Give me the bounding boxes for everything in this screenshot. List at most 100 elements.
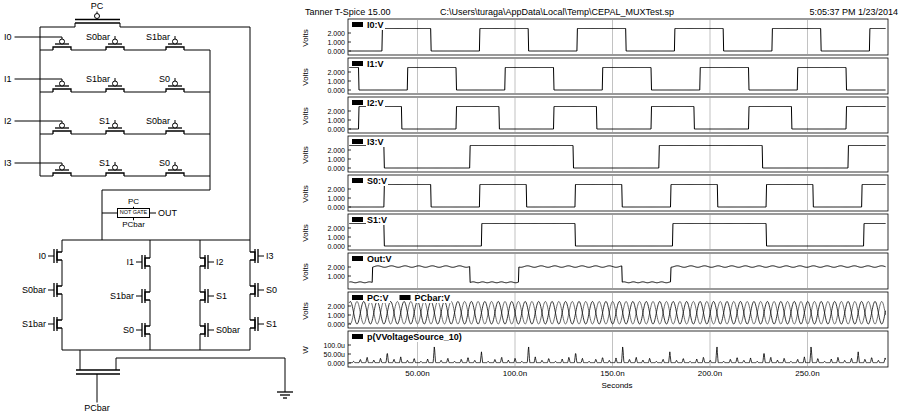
grid-line xyxy=(612,292,613,328)
axis-tick: 2.000 xyxy=(327,69,345,76)
tick-mark xyxy=(348,72,351,73)
wire xyxy=(115,36,116,39)
nmos-channel xyxy=(204,255,205,269)
wire xyxy=(208,296,214,297)
wire xyxy=(116,358,285,392)
axis-title: Volts xyxy=(302,263,310,280)
nmos-channel xyxy=(56,317,57,331)
axis-tick: 150.0n xyxy=(600,370,624,378)
grid-line xyxy=(710,97,711,133)
grid-line xyxy=(807,214,808,250)
grid-line xyxy=(710,136,711,172)
signal-label: S1 xyxy=(99,159,110,168)
inverter-bubble xyxy=(173,123,178,128)
nmos-channel xyxy=(144,289,145,303)
nmos-channel xyxy=(56,283,57,297)
pmos-symbol xyxy=(53,173,71,176)
inverter-bubble xyxy=(60,39,65,44)
wire xyxy=(208,262,214,263)
nmos-symbol xyxy=(57,320,62,328)
tick-mark xyxy=(348,129,351,130)
signal-label: S0 xyxy=(159,159,170,168)
tick-mark xyxy=(348,51,351,52)
axis-tick: 0.000 xyxy=(327,126,345,133)
grid-line xyxy=(417,175,418,211)
ground-symbol xyxy=(283,397,287,398)
grid-line xyxy=(515,136,516,172)
trace xyxy=(349,302,885,325)
axis-tick: 1.000 xyxy=(327,78,345,85)
grid-line xyxy=(807,58,808,94)
grid-line xyxy=(612,175,613,211)
signal-label: PC xyxy=(91,2,104,11)
grid-line xyxy=(417,97,418,133)
plot-frame xyxy=(348,292,888,328)
trace-sample xyxy=(352,295,363,300)
grid-line xyxy=(612,214,613,250)
nmos-channel xyxy=(144,323,145,337)
nmos-symbol xyxy=(200,292,205,300)
signal-label: S0bar xyxy=(216,326,240,335)
signal-label: OUT xyxy=(158,209,177,218)
axis-tick: 1.000 xyxy=(327,273,345,280)
grid-line xyxy=(807,19,808,55)
grid-line xyxy=(417,58,418,94)
axis-tick: 250.0n xyxy=(795,370,819,378)
wire xyxy=(200,240,201,258)
signal-label: PCbar xyxy=(122,221,145,229)
axis-tick: 0.000 xyxy=(327,48,345,55)
wire xyxy=(115,120,116,123)
tick-mark xyxy=(348,120,351,121)
wire xyxy=(250,294,251,320)
wire xyxy=(40,176,53,177)
axis-title: Volts xyxy=(302,224,310,241)
grid-line xyxy=(515,175,516,211)
nmos-symbol xyxy=(145,258,150,266)
tick-mark xyxy=(348,354,351,355)
signal-label: I3 xyxy=(266,252,274,261)
axis-title: Seconds xyxy=(601,382,632,390)
nmos-channel xyxy=(144,255,145,269)
axis-tick: 2.000 xyxy=(327,147,345,154)
axis-tick: 0.000 xyxy=(327,360,345,367)
axis-tick: 0.000 xyxy=(327,204,345,211)
tool-name: Tanner T-Spice 15.00 xyxy=(305,8,390,17)
wire xyxy=(124,50,166,51)
wire xyxy=(184,176,210,177)
wire xyxy=(175,36,176,39)
pmos-symbol xyxy=(166,131,184,134)
axis-tick: 2.000 xyxy=(327,30,345,37)
wire xyxy=(48,324,54,325)
gate-name: NOT GATE xyxy=(119,210,148,216)
signal-label: S0bar xyxy=(146,117,170,126)
axis-tick: 2.000 xyxy=(327,108,345,115)
nmos-symbol xyxy=(200,258,205,266)
grid-line xyxy=(612,253,613,289)
signal-label: S0 xyxy=(159,75,170,84)
wire xyxy=(208,330,214,331)
grid-line xyxy=(417,136,418,172)
signal-label: S1bar xyxy=(110,292,134,301)
signal-label: I3 xyxy=(4,159,12,168)
trace-name: PCbar:V xyxy=(414,294,452,303)
wire xyxy=(62,294,63,320)
nmos-symbol xyxy=(200,326,205,334)
pmos-symbol xyxy=(106,131,124,134)
trace-name: S1:V xyxy=(366,216,388,225)
trace xyxy=(349,266,885,283)
wire xyxy=(200,266,201,292)
tick-mark xyxy=(348,237,351,238)
trace xyxy=(349,185,885,208)
grid-line xyxy=(807,253,808,289)
grid-line xyxy=(710,175,711,211)
wire xyxy=(15,163,62,165)
signal-label: I0 xyxy=(4,33,12,42)
wire xyxy=(175,78,176,81)
not-gate-box: NOT GATE xyxy=(117,208,150,218)
trace-name: I3:V xyxy=(366,138,385,147)
tick-mark xyxy=(348,81,351,82)
signal-label: PC xyxy=(128,198,139,206)
wire xyxy=(200,300,201,326)
axis-tick: 100.0u xyxy=(324,342,345,349)
axis-tick: 0.000 xyxy=(327,321,345,328)
